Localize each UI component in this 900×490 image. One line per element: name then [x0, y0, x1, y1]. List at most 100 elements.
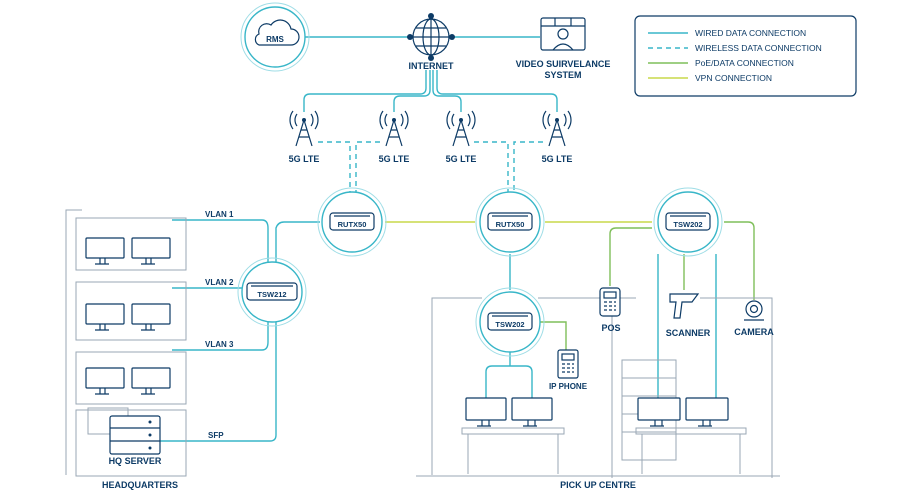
antenna-tower-icon: [385, 119, 403, 147]
tower-3-waves: [446, 110, 476, 130]
poe-camera: [724, 221, 755, 300]
device-label: TSW202: [495, 320, 524, 329]
vlan-3-label: VLAN 3: [205, 340, 234, 349]
monitor-screen: [131, 367, 171, 389]
monitor-stand: [698, 420, 712, 427]
device-label: RUTX50: [338, 220, 367, 229]
antenna-tower-icon: [452, 119, 470, 147]
monitor-icon: [131, 303, 171, 331]
server-led2: [148, 433, 152, 437]
device-label: RUTX50: [496, 220, 525, 229]
switch-icon: [246, 282, 298, 301]
globe-node-left: [407, 34, 413, 40]
globe-node-right: [449, 34, 455, 40]
pos-terminal-icon: [599, 287, 621, 317]
tower-3: 5G LTE: [446, 110, 476, 164]
server-icon: [87, 407, 161, 455]
line-rutx-tsw212: [275, 221, 320, 262]
rms-node: RMS: [240, 2, 310, 72]
sfp-label: SFP: [208, 431, 224, 440]
monitor-stand: [95, 388, 109, 395]
headquarters-building: HQ SERVER VLAN 1 VLAN 2 VLAN 3 SFP: [65, 209, 234, 477]
desk-1-top: [461, 427, 565, 435]
monitor-stand: [141, 258, 155, 265]
internet-node: INTERNET: [407, 13, 455, 71]
phone-screen: [561, 353, 575, 361]
pos-keys: [604, 301, 616, 311]
vlan-1-label: VLAN 1: [205, 210, 234, 219]
rms-circle: [244, 6, 306, 68]
sfp-line: [160, 322, 277, 442]
pickup-outline-left: [431, 297, 482, 475]
legend-box: [634, 15, 857, 97]
monitor-screen: [85, 237, 125, 259]
hq-floor-3: [75, 351, 187, 405]
wless-t4-rutx-mid: [513, 141, 543, 200]
monitor-stand: [141, 388, 155, 395]
vlan-2-label: VLAN 2: [205, 278, 234, 287]
router-icon: [329, 212, 375, 231]
desk-2-top: [635, 427, 747, 435]
server-led1: [148, 420, 152, 424]
monitor-icon: [131, 237, 171, 265]
headquarters-label: HEADQUARTERS: [102, 480, 178, 490]
monitor-screen: [511, 397, 553, 421]
ip-phone-icon: [557, 349, 579, 379]
tower-1-tip: [302, 118, 306, 122]
video-monitor-icon: [540, 17, 586, 51]
monitor-icon: [685, 397, 729, 427]
connections: [160, 36, 755, 442]
scanner-body: [669, 293, 700, 319]
tower-4: 5G LTE: [542, 110, 573, 164]
legend-label-wired: WIRED DATA CONNECTION: [695, 28, 806, 38]
security-camera-icon: [744, 300, 764, 321]
person-shoulders: [552, 43, 574, 51]
scanner-label: SCANNER: [666, 328, 711, 338]
device-label: TSW212: [257, 290, 286, 299]
antenna-tower-icon: [295, 119, 313, 147]
line-internet-tower3: [432, 70, 462, 112]
tsw212-outer: [237, 257, 307, 327]
router-icon: [487, 212, 533, 231]
tsw212-node: TSW212: [237, 257, 307, 327]
legend-label-vpn: VPN CONNECTION: [695, 73, 772, 83]
monitor-stand: [141, 324, 155, 331]
legend: WIRED DATA CONNECTION WIRELESS DATA CONN…: [634, 15, 857, 97]
tower-4-waves: [542, 110, 572, 130]
monitor-screen: [637, 397, 681, 421]
rms-outer-ring: [240, 2, 310, 72]
monitor-icon: [85, 367, 125, 395]
tower-label: 5G LTE: [289, 154, 320, 164]
line-internet-tower4: [436, 70, 558, 112]
video-surveillance-node: VIDEO SUIRVELANCE SYSTEM: [516, 17, 610, 80]
monitor-screen: [131, 237, 171, 259]
line-internet-tower2: [393, 70, 431, 112]
monitor-icon: [637, 397, 681, 427]
camera-label: CAMERA: [734, 327, 774, 337]
tower-2-tip: [392, 118, 396, 122]
poe-tsw202-phone: [540, 321, 567, 350]
hq-outline-left: [65, 209, 82, 475]
tower-4-tip: [555, 118, 559, 122]
legend-label-wireless: WIRELESS DATA CONNECTION: [695, 43, 822, 53]
monitor-stand: [95, 324, 109, 331]
tower-label: 5G LTE: [542, 154, 573, 164]
line-tsw202-pcs: [485, 352, 533, 398]
camera-dome: [745, 300, 763, 318]
tower-2: 5G LTE: [379, 110, 409, 164]
monitor-screen: [131, 303, 171, 325]
rutx50-left-node: RUTX50: [317, 187, 387, 257]
pickup-centre-label: PICK UP CENTRE: [560, 480, 636, 490]
globe-node-bottom: [428, 55, 434, 61]
tower-3-tip: [459, 118, 463, 122]
internet-label: INTERNET: [409, 61, 455, 71]
hq-floor-1: [75, 217, 187, 271]
monitor-icon: [131, 367, 171, 395]
monitor-screen: [685, 397, 729, 421]
antenna-tower-icon: [548, 119, 566, 147]
tsw202-pickup-outer: [475, 287, 545, 357]
tsw202-right-node: TSW202: [653, 187, 723, 257]
wless-t1-rutx-left: [318, 141, 351, 200]
monitor-icon: [85, 237, 125, 265]
